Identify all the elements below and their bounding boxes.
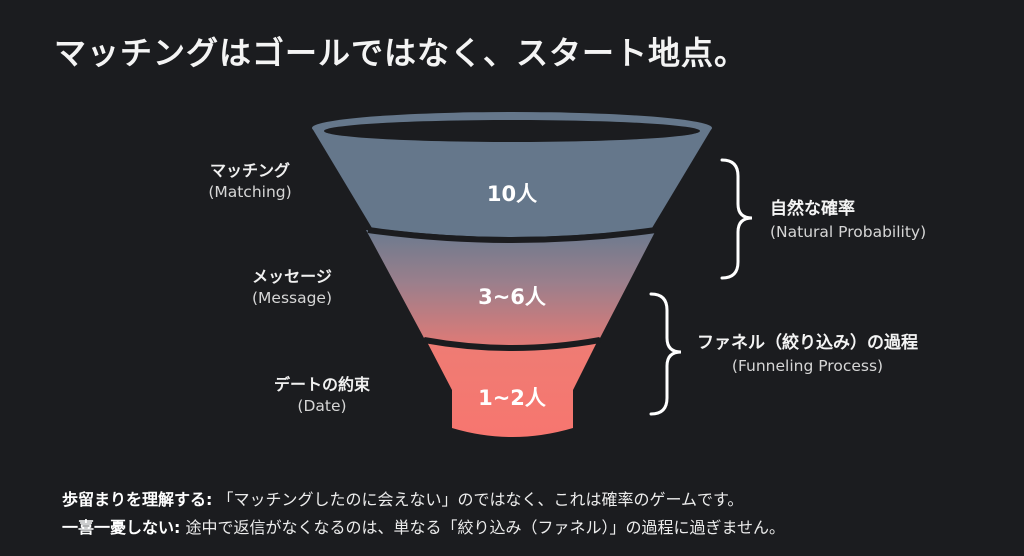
stage-label-en: (Message) — [251, 288, 333, 307]
brace-natural-probability-icon — [720, 158, 753, 280]
notes: 歩留まりを理解する: 「マッチングしたのに会えない」のではなく、これは確率のゲー… — [62, 486, 785, 542]
funnel-stage-message — [366, 230, 656, 346]
stage-label-jp: メッセージ — [252, 267, 332, 286]
stage-label-en: (Date) — [297, 396, 347, 415]
stage-label-en: (Matching) — [208, 182, 292, 201]
funnel-stage-date — [426, 340, 598, 437]
stage-count-date: 1~2人 — [478, 386, 546, 410]
stage-count-message: 3~6人 — [478, 285, 546, 309]
group-label-jp: ファネル（絞り込み）の過程 — [697, 333, 918, 353]
stage-label-matching: マッチング (Matching) — [190, 160, 310, 203]
stage-count-matching: 10人 — [486, 182, 538, 206]
stage-label-message: メッセージ (Message) — [232, 266, 352, 309]
stage-label-jp: デートの約束 — [273, 375, 370, 394]
group-label-natural-probability: 自然な確率 (Natural Probability) — [770, 198, 926, 243]
divider-1 — [367, 227, 657, 243]
funnel-stage-matching — [312, 112, 712, 237]
brace-funneling-process-icon — [649, 292, 682, 416]
note-key: 歩留まりを理解する: — [62, 490, 213, 509]
group-label-jp: 自然な確率 — [770, 199, 855, 219]
note-item: 歩留まりを理解する: 「マッチングしたのに会えない」のではなく、これは確率のゲー… — [62, 486, 785, 514]
note-text: 途中で返信がなくなるのは、単なる「絞り込み（ファネル）」の過程に過ぎません。 — [185, 518, 786, 537]
note-item: 一喜一憂しない: 途中で返信がなくなるのは、単なる「絞り込み（ファネル）」の過程… — [62, 514, 785, 542]
note-text: 「マッチングしたのに会えない」のではなく、これは確率のゲームです。 — [217, 490, 744, 509]
divider-2 — [423, 337, 601, 351]
note-key: 一喜一憂しない: — [62, 518, 181, 537]
group-label-en: (Natural Probability) — [770, 222, 927, 241]
group-label-en: (Funneling Process) — [731, 356, 884, 375]
stage-label-jp: マッチング — [209, 161, 290, 180]
stage-label-date: デートの約束 (Date) — [252, 374, 392, 417]
group-label-funneling-process: ファネル（絞り込み）の過程 (Funneling Process) — [697, 332, 918, 377]
page-title: マッチングはゴールではなく、スタート地点。 — [54, 34, 748, 72]
